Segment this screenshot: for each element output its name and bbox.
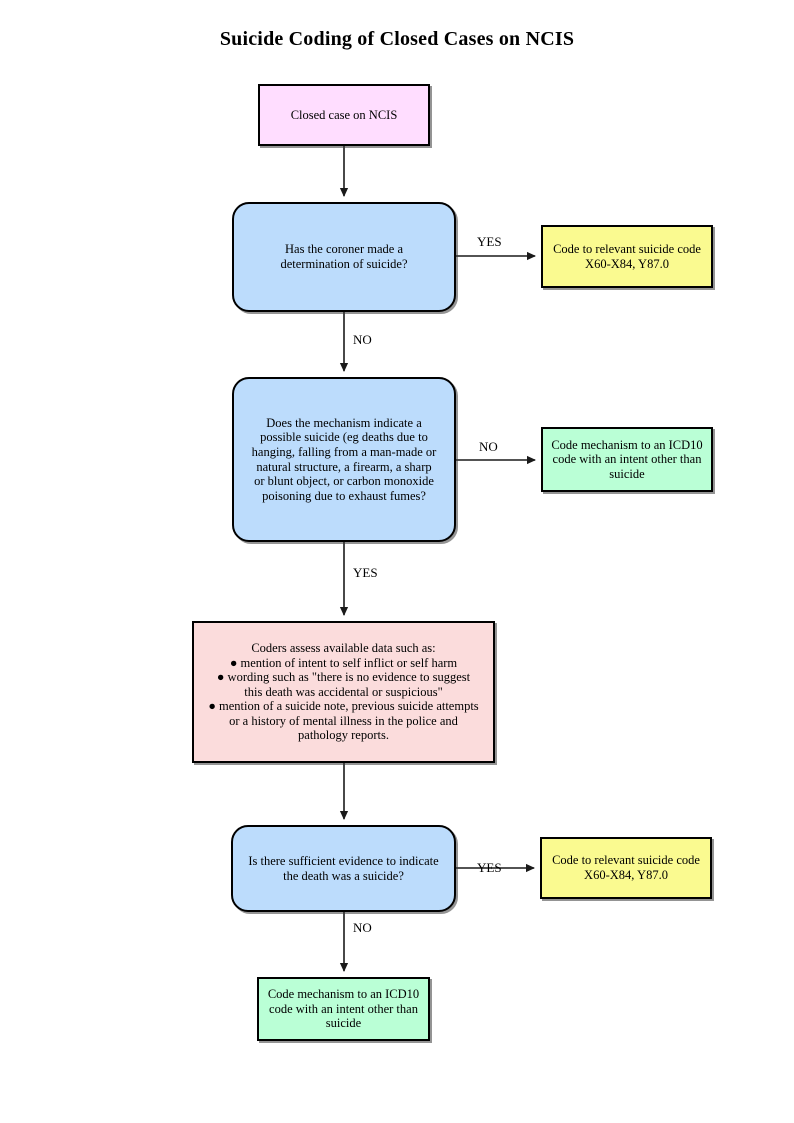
node-code-relevant-suicide-code-top[interactable]: Code to relevant suicide code X60-X84, Y… xyxy=(541,225,713,288)
edge-label-yes-coroner: YES xyxy=(477,234,502,249)
node-closed-case[interactable]: Closed case on NCIS xyxy=(258,84,430,146)
node-code-relevant-suicide-code-bottom[interactable]: Code to relevant suicide code X60-X84, Y… xyxy=(540,837,712,899)
node-coders-assess-available-data[interactable]: Coders assess available data such as: ● … xyxy=(192,621,495,763)
edge-label-yes-mechanism: YES xyxy=(353,565,378,580)
node-code-mechanism-icd10-middle[interactable]: Code mechanism to an ICD10 code with an … xyxy=(541,427,713,492)
node-decision-mechanism-indicates-suicide[interactable]: Does the mechanism indicate a possible s… xyxy=(232,377,456,542)
node-decision-coroner-determination[interactable]: Has the coroner made a determination of … xyxy=(232,202,456,312)
node-label: Has the coroner made a determination of … xyxy=(280,242,408,271)
edge-label-no-coroner: NO xyxy=(353,332,372,347)
node-label: Code mechanism to an ICD10 code with an … xyxy=(267,987,420,1031)
edge-label-no-evidence: NO xyxy=(353,920,372,935)
node-code-mechanism-icd10-bottom[interactable]: Code mechanism to an ICD10 code with an … xyxy=(257,977,430,1041)
node-label: Closed case on NCIS xyxy=(290,107,398,122)
node-label: Code mechanism to an ICD10 code with an … xyxy=(551,437,703,481)
node-label: Is there sufficient evidence to indicate… xyxy=(248,853,439,883)
edge-label-yes-evidence: YES xyxy=(477,860,502,875)
node-label: Code to relevant suicide code X60-X84, Y… xyxy=(553,241,701,271)
page-title: Suicide Coding of Closed Cases on NCIS xyxy=(219,28,575,50)
edge-label-no-mechanism: NO xyxy=(479,439,498,454)
node-label: Does the mechanism indicate a possible s… xyxy=(251,415,437,503)
node-label: Coders assess available data such as: ● … xyxy=(208,640,479,743)
node-label: Code to relevant suicide code X60-X84, Y… xyxy=(552,853,700,882)
node-decision-sufficient-evidence[interactable]: Is there sufficient evidence to indicate… xyxy=(231,825,456,912)
